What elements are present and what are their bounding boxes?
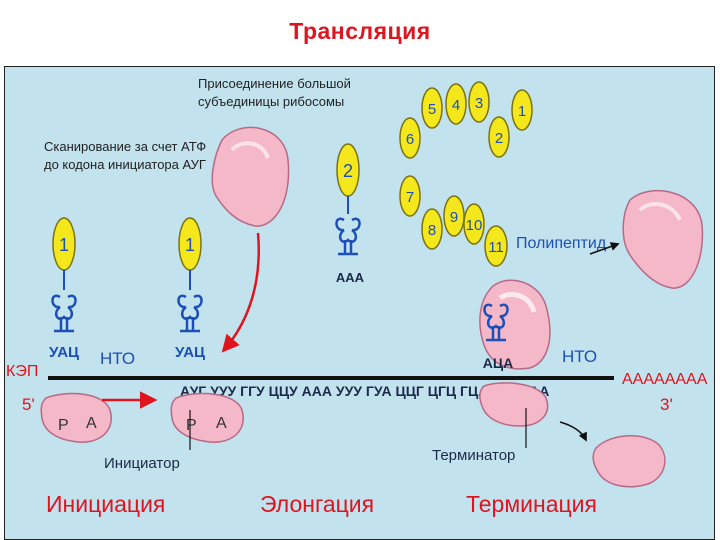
amino-acid-label: 1 (185, 235, 195, 255)
amino-acid-9 (443, 195, 465, 237)
anticodon: АЦА (483, 355, 513, 371)
utr-right-label: НТО (562, 347, 597, 366)
anticodon: ААА (336, 270, 365, 285)
released-large-subunit (622, 189, 704, 289)
polypeptide-label: Полипептид (516, 235, 607, 252)
mrna-codons: АУГ УУУ ГГУ ЦЦУ ААА УУУ ГУА ЦЦГ ЦГЦ ГЦА … (180, 383, 549, 399)
trna-termination: АЦА (483, 303, 513, 371)
amino-acid-1 (511, 89, 533, 131)
svg-text:5: 5 (428, 101, 436, 118)
a-site: А (216, 415, 227, 432)
poly-a-tail: AAAAAAAA (622, 371, 708, 388)
stage-initiation: Инициация (46, 491, 165, 517)
slide-title: Трансляция (289, 18, 431, 44)
svg-text:2: 2 (495, 130, 503, 147)
trna-initiation-right: 1 УАЦ (175, 217, 205, 361)
amino-acid-label: 2 (343, 161, 353, 181)
p-site: Р (186, 417, 197, 434)
caption-attach-line1: Присоединение большой (198, 76, 351, 91)
amino-acid-7 (399, 175, 421, 217)
three-prime-label: 3' (660, 395, 673, 414)
svg-text:8: 8 (428, 222, 436, 239)
amino-acid-2 (488, 116, 510, 158)
a-site: А (86, 415, 97, 432)
terminating-small-subunit (479, 382, 549, 427)
amino-acid-10 (463, 203, 485, 245)
amino-acid-11 (484, 225, 508, 267)
svg-text:3: 3 (475, 95, 483, 112)
amino-acid-6 (399, 117, 421, 159)
initiator-label: Инициатор (104, 455, 180, 472)
stage-elongation: Элонгация (260, 491, 374, 517)
amino-acid-8 (421, 208, 443, 250)
polypeptide-arrow (589, 242, 620, 255)
small-subunit-left (40, 392, 112, 443)
caption-scanning-line2: до кодона инициатора АУГ (44, 157, 206, 172)
five-prime-label: 5' (22, 395, 35, 414)
terminator-label: Терминатор (432, 447, 515, 464)
svg-text:7: 7 (406, 189, 414, 206)
p-site: Р (58, 417, 69, 434)
released-small-subunit (592, 435, 666, 488)
amino-acid-label: 1 (59, 235, 69, 255)
attach-arrow (221, 232, 260, 353)
small-subunit-mid (170, 392, 244, 443)
svg-text:11: 11 (488, 239, 504, 256)
svg-text:9: 9 (450, 209, 458, 226)
svg-text:1: 1 (518, 103, 526, 120)
amino-acid-4 (445, 83, 467, 125)
svg-text:6: 6 (406, 131, 414, 148)
anticodon: УАЦ (49, 344, 79, 361)
caption-scanning-line1: Сканирование за счет АТФ (44, 139, 206, 154)
trna-initiation-left: 1 УАЦ (49, 217, 79, 361)
svg-text:10: 10 (466, 217, 483, 234)
cap-label: КЭП (6, 363, 38, 380)
amino-acid-5 (421, 87, 443, 129)
svg-text:4: 4 (452, 97, 460, 114)
polypeptide-chain: 11 10 9 8 7 6 5 4 3 2 1 (399, 81, 533, 267)
amino-acid-3 (468, 81, 490, 123)
trna-elongation: 2 ААА (335, 143, 365, 285)
release-arrow (559, 421, 587, 442)
anticodon: УАЦ (175, 344, 205, 361)
large-subunit-free (211, 126, 290, 227)
caption-attach-line2: субъединицы рибосомы (198, 94, 344, 109)
utr-left-label: НТО (100, 349, 135, 368)
stage-termination: Терминация (466, 491, 597, 517)
